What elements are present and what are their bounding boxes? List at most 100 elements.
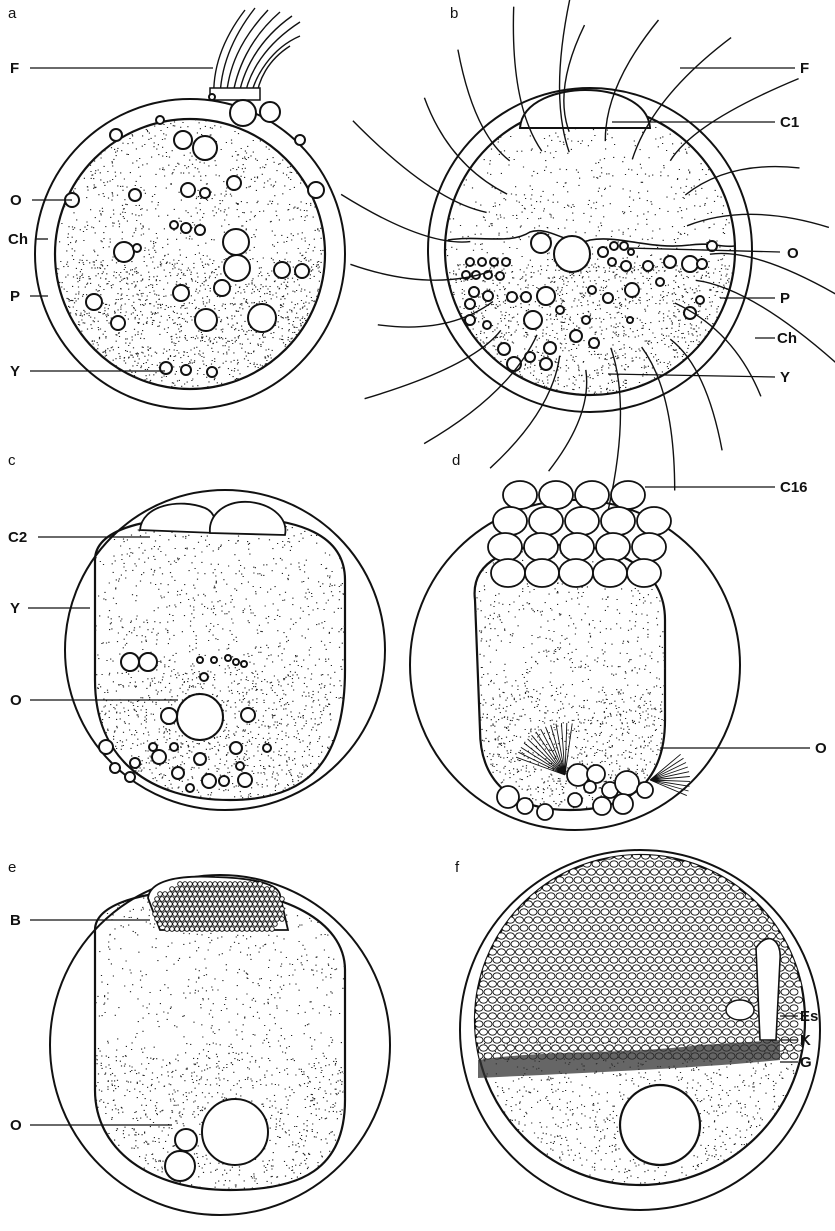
blastomere (525, 559, 559, 587)
blastoderm-cell (225, 927, 230, 932)
oil-droplet (568, 793, 582, 807)
blastoderm-cell (225, 917, 230, 922)
blastoderm-cell (203, 892, 208, 897)
blastoderm-cell (200, 897, 205, 902)
blastoderm-cell (165, 917, 170, 922)
oil-droplet (625, 283, 639, 297)
blastoderm-cell (200, 927, 205, 932)
blastoderm-cell (213, 922, 218, 927)
blastomere (503, 481, 537, 509)
blastoderm-cell (273, 912, 278, 917)
blastoderm-cell (248, 892, 253, 897)
blastoderm-cell (173, 912, 178, 917)
oil-droplet (224, 255, 250, 281)
blastoderm-cell (275, 897, 280, 902)
filament (424, 335, 537, 444)
oil-droplet (593, 797, 611, 815)
blastoderm-cell (215, 897, 220, 902)
oil-droplet (544, 342, 556, 354)
blastoderm-cell (238, 892, 243, 897)
blastoderm-cell (270, 897, 275, 902)
blastoderm-cell (215, 887, 220, 892)
filament (685, 167, 799, 195)
oil-droplet (186, 784, 194, 792)
blastoderm-cell (160, 897, 165, 902)
oil-droplet (207, 367, 217, 377)
blastoderm-cell (265, 907, 270, 912)
blastoderm-cell (178, 922, 183, 927)
oil-droplet (628, 249, 634, 255)
blastoderm-cell (270, 887, 275, 892)
blastoderm-cell (158, 912, 163, 917)
blastoderm-cell (268, 922, 273, 927)
blastoderm-cell (203, 882, 208, 887)
blastoderm-cell (208, 912, 213, 917)
oil-droplet (498, 343, 510, 355)
blastoderm-cell (155, 917, 160, 922)
oil-droplet (308, 182, 324, 198)
blastomere (524, 533, 558, 561)
kupffer-vesicle-f (726, 1000, 754, 1020)
label-a-Ch: Ch (8, 231, 28, 248)
blastoderm-cell (253, 902, 258, 907)
oil-droplet (295, 135, 305, 145)
oil-droplet (139, 653, 157, 671)
label-b-Ch: Ch (777, 330, 797, 347)
blastomere (488, 533, 522, 561)
blastoderm-cell (260, 917, 265, 922)
blastomere (491, 559, 525, 587)
oil-droplet (223, 229, 249, 255)
blastoderm-cell (185, 897, 190, 902)
blastoderm-cell (248, 902, 253, 907)
label-f-Es: Es (800, 1008, 818, 1025)
label-c-C2: C2 (8, 529, 27, 546)
blastoderm-cell (163, 902, 168, 907)
blastoderm-cell (180, 887, 185, 892)
oil-droplet (682, 256, 698, 272)
blastomeres-c16 (488, 481, 671, 587)
oil-droplet (230, 742, 242, 754)
blastoderm-cell (235, 927, 240, 932)
label-b-F: F (800, 60, 809, 77)
blastoderm-cell (213, 912, 218, 917)
oil-droplet (110, 129, 122, 141)
blastoderm-cell (198, 882, 203, 887)
filament (513, 7, 541, 151)
blastoderm-cell (170, 907, 175, 912)
blastoderm-cell (195, 917, 200, 922)
label-e-O: O (10, 1117, 22, 1134)
oil-droplet (181, 183, 195, 197)
blastoderm-cell (205, 887, 210, 892)
blastoderm-cell (245, 897, 250, 902)
blastoderm-cell (175, 927, 180, 932)
label-a-F: F (10, 60, 19, 77)
oil-droplet (260, 102, 280, 122)
blastoderm-cell (168, 892, 173, 897)
embryonic-shield-f (756, 939, 780, 1040)
blastoderm-cell (240, 897, 245, 902)
blastoderm-cell (260, 887, 265, 892)
blastoderm-cell (175, 887, 180, 892)
oil-droplet (656, 278, 664, 286)
blastoderm-cell (205, 897, 210, 902)
oil-droplet (211, 657, 217, 663)
blastoderm-cell (275, 907, 280, 912)
oil-droplet (570, 330, 582, 342)
blastoderm-cell (263, 922, 268, 927)
filament (341, 194, 470, 242)
label-f-G: G (800, 1054, 812, 1071)
blastoderm-cell (233, 892, 238, 897)
blastoderm-cell (170, 897, 175, 902)
oil-droplet (181, 365, 191, 375)
blastoderm-cell (240, 927, 245, 932)
blastoderm-cell-grid (466, 853, 803, 1059)
blastoderm-cell (163, 892, 168, 897)
blastoderm-cell (188, 902, 193, 907)
blastoderm-cell (220, 887, 225, 892)
oil-droplet (582, 316, 590, 324)
blastoderm-cell (243, 912, 248, 917)
oil-droplet (193, 136, 217, 160)
blastoderm-cell (275, 917, 280, 922)
oil-droplet (613, 794, 633, 814)
oil-droplet (608, 258, 616, 266)
